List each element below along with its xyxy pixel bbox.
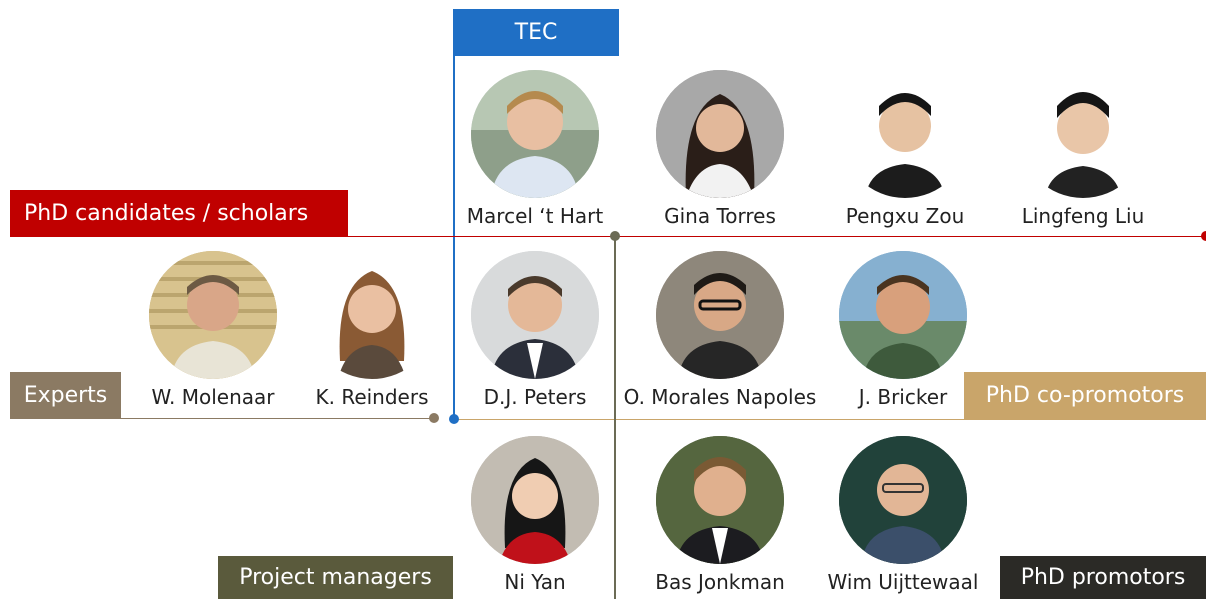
tec-label: TEC [453,9,619,56]
portrait-photo-icon [471,70,599,198]
person-gina: Gina Torres [620,70,820,228]
project-managers-label: Project managers [218,556,453,599]
dot-divider-top [610,231,620,241]
person-pengxu: Pengxu Zou [805,70,1005,228]
portrait-photo-icon [839,436,967,564]
person-peters: D.J. Peters [435,251,635,409]
phd-candidates-line [10,236,1206,237]
co-promotors-label: PhD co-promotors [964,372,1206,419]
person-uijttewaal: Wim Uijttewaal [803,436,1003,594]
dot-experts-end [429,413,439,423]
co-promotors-line [455,419,1206,420]
phd-candidates-label: PhD candidates / scholars [10,190,348,237]
portrait-photo-icon [656,436,784,564]
portrait-photo-icon [149,251,277,379]
person-reinders: K. Reinders [272,251,472,409]
person-bricker: J. Bricker [803,251,1003,409]
person-marcel: Marcel ‘t Hart [435,70,635,228]
portrait-photo-icon [1019,70,1147,198]
portrait-photo-icon [471,436,599,564]
dot-tec-bottom [449,414,459,424]
promotors-label: PhD promotors [1000,556,1206,599]
portrait-photo-icon [308,251,436,379]
portrait-photo-icon [656,251,784,379]
person-morales: O. Morales Napoles [620,251,820,409]
experts-line [10,418,434,419]
portrait-photo-icon [839,251,967,379]
dot-phd-candidates-end [1201,231,1206,241]
person-lingfeng: Lingfeng Liu [983,70,1183,228]
portrait-photo-icon [841,70,969,198]
divider-vertical-line [614,236,616,599]
experts-label: Experts [10,372,121,419]
person-jonkman: Bas Jonkman [620,436,820,594]
tec-vertical-line [453,56,455,422]
portrait-photo-icon [656,70,784,198]
person-molenaar: W. Molenaar [113,251,313,409]
person-niyan: Ni Yan [435,436,635,594]
portrait-photo-icon [471,251,599,379]
